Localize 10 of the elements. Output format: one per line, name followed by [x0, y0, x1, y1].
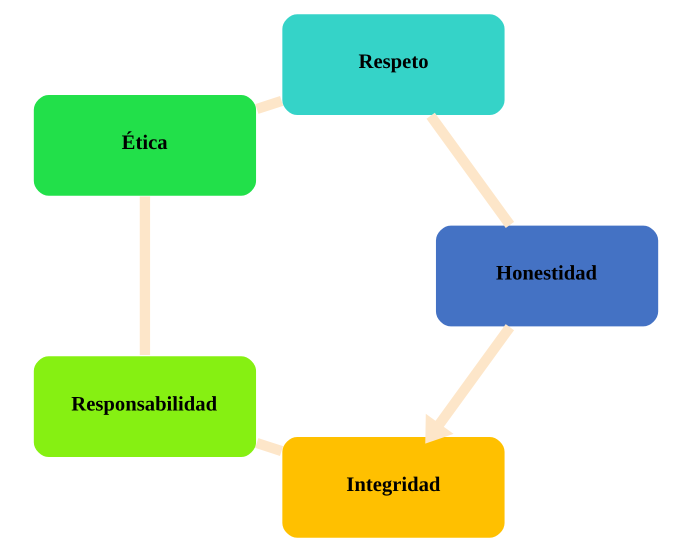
connector: [255, 96, 284, 114]
node-box: Honestidad: [434, 224, 660, 328]
node-box: Respeto: [281, 12, 506, 116]
node-box: Integridad: [281, 436, 506, 540]
node-box: Ética: [32, 94, 258, 198]
connector: [426, 112, 514, 228]
connector: [255, 438, 284, 456]
arrow: [425, 324, 514, 444]
connector: [140, 196, 150, 356]
node-box: Responsabilidad: [32, 354, 258, 458]
